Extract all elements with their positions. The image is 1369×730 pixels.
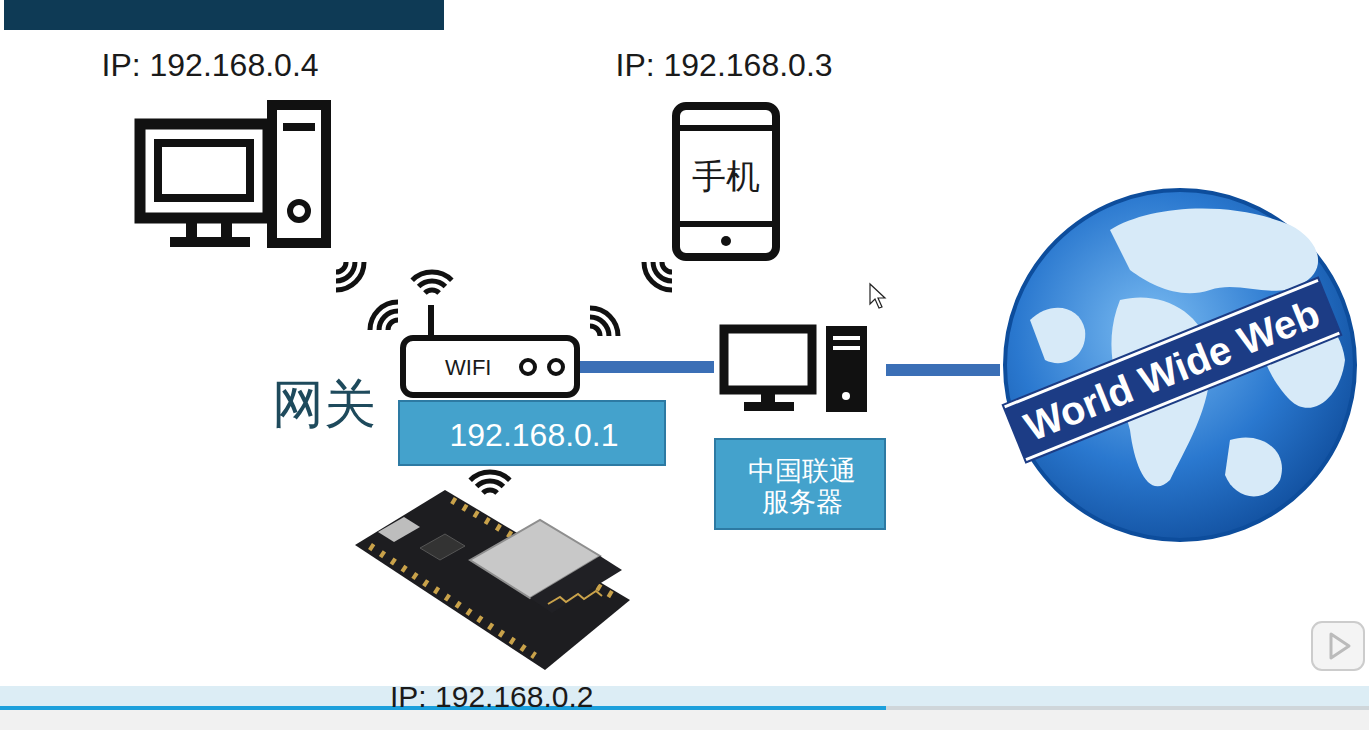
play-triangle <box>1331 634 1349 658</box>
wifi-signal <box>327 253 370 296</box>
gateway-ip-box: 192.168.0.1 <box>398 400 666 466</box>
text-holder: World Wide Web <box>1003 340 1341 400</box>
phone-line <box>676 125 776 131</box>
label-holder: 网关 <box>272 375 376 435</box>
network-cable <box>886 364 1000 376</box>
monitor <box>140 124 268 218</box>
device-name: 手机 <box>692 157 760 196</box>
router-body <box>403 338 577 395</box>
base <box>744 402 794 411</box>
network-cable <box>580 361 714 373</box>
power-button <box>290 202 308 220</box>
base <box>170 237 250 247</box>
ip-label: IP: 192.168.0.3 <box>616 47 833 84</box>
text-holder: 中国联通 服务器 <box>727 455 877 517</box>
globe-ribbon: World Wide Web <box>1004 279 1340 461</box>
led <box>521 360 535 374</box>
text-holder: 192.168.0.1 <box>450 417 619 454</box>
mouse-cursor <box>870 284 885 308</box>
home-button <box>721 236 731 246</box>
screen <box>158 143 250 198</box>
ip-text: 192.168.0.1 <box>450 417 619 454</box>
antenna-area <box>530 556 622 613</box>
power-button <box>842 392 850 400</box>
player-footer <box>0 710 1369 730</box>
pc-node: IP: 192.168.0.4 <box>135 100 330 250</box>
drive-slot <box>833 346 860 350</box>
player-band <box>0 686 1369 710</box>
server-icon <box>724 326 867 412</box>
continent <box>1030 308 1085 363</box>
server-node: 中国联通 服务器 <box>714 322 886 532</box>
led <box>549 360 563 374</box>
globe-node: World Wide Web <box>1000 190 1360 540</box>
pcb <box>355 490 630 670</box>
globe <box>1005 190 1355 540</box>
server-label: 中国联通 服务器 <box>727 455 877 517</box>
esp-board <box>355 490 630 670</box>
ip-label: IP: 192.168.0.2 <box>390 680 594 715</box>
ip-label: IP: 192.168.0.4 <box>102 47 319 84</box>
monitor <box>724 329 812 390</box>
usb-port <box>378 517 420 542</box>
drive-slot <box>833 336 860 340</box>
wifi-signal <box>581 302 624 345</box>
phone-icon <box>676 106 776 257</box>
text-holder: WIFI <box>445 355 491 380</box>
antenna <box>428 305 434 338</box>
stand <box>221 218 232 240</box>
gateway-label: 网关 <box>272 375 376 435</box>
phone-body <box>676 106 776 257</box>
router-icon <box>403 305 577 395</box>
text-holder: IP: 192.168.0.4 <box>102 47 319 84</box>
drive-slot <box>283 123 315 131</box>
continent <box>1110 209 1318 294</box>
wifi-signal <box>638 253 681 296</box>
tower <box>272 105 326 243</box>
chip <box>420 534 465 560</box>
pcb-antenna <box>548 591 602 604</box>
title-bar <box>4 0 444 30</box>
play-button <box>1312 622 1364 670</box>
text-holder: IP: 192.168.0.3 <box>616 47 833 84</box>
continent <box>1225 437 1282 496</box>
board-node: IP: 192.168.0.2 <box>345 485 635 715</box>
wifi-signal <box>470 472 510 493</box>
router-node: WIFI <box>400 335 580 398</box>
tower <box>826 326 867 412</box>
text-holder: 手机 <box>692 157 760 196</box>
wifi-signal <box>364 296 407 339</box>
progress-track <box>0 706 1369 710</box>
stand <box>761 390 775 404</box>
stand <box>186 218 197 240</box>
text-holder: IP: 192.168.0.2 <box>390 680 594 715</box>
pc-icon <box>140 105 326 247</box>
phone-node: IP: 192.168.0.3手机 <box>672 102 780 261</box>
router-label: WIFI <box>445 355 491 380</box>
globe-sphere <box>1005 190 1355 540</box>
wifi-signal <box>412 272 452 293</box>
phone-line <box>676 221 776 227</box>
label-box: 中国联通 服务器 <box>714 438 886 530</box>
